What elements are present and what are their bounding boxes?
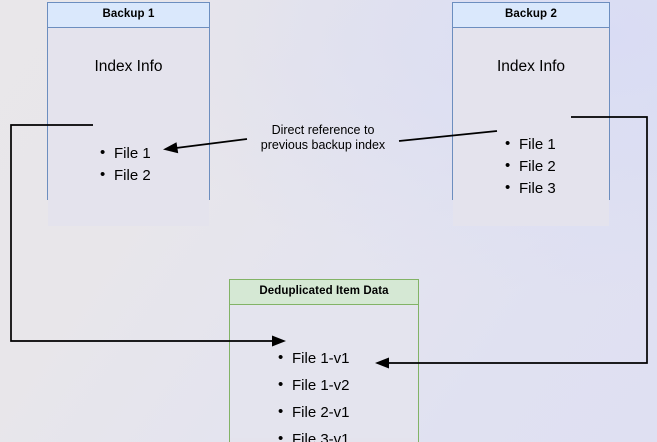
node-backup-2-file-list: File 1 File 2 File 3	[501, 136, 556, 203]
arrow-head-icon	[375, 357, 389, 369]
edge-direct-reference-right-segment	[398, 130, 498, 142]
list-item: File 2-v1	[274, 404, 350, 420]
node-backup-1-body: Index Info File 1 File 2	[48, 57, 209, 226]
list-item: File 2	[501, 158, 556, 174]
node-backup-2[interactable]: Backup 2 Index Info File 1 File 2 File 3	[452, 2, 610, 226]
list-item: File 1	[96, 145, 151, 161]
node-deduplicated-item-data-file-list: File 1-v1 File 1-v2 File 2-v1 File 3-v1	[274, 350, 350, 442]
edge-label-direct-reference: Direct reference to previous backup inde…	[260, 123, 386, 152]
list-item: File 2	[96, 167, 151, 183]
list-item: File 1-v1	[274, 350, 350, 366]
node-backup-2-body: Index Info File 1 File 2 File 3	[453, 57, 609, 226]
node-deduplicated-item-data-header: Deduplicated Item Data	[230, 280, 418, 305]
arrow-head-icon	[163, 142, 179, 154]
edge-backup1-file1-to-dedup	[10, 124, 286, 347]
list-item: File 3	[501, 180, 556, 196]
node-backup-2-header: Backup 2	[453, 3, 609, 28]
node-backup-1-file-list: File 1 File 2	[96, 145, 151, 190]
list-item: File 1-v2	[274, 377, 350, 393]
node-backup-1[interactable]: Backup 1 Index Info File 1 File 2	[47, 2, 210, 226]
node-backup-1-header: Backup 1	[48, 3, 209, 28]
list-item: File 1	[501, 136, 556, 152]
edge-direct-reference-left-segment	[163, 138, 248, 154]
node-deduplicated-item-data-body: File 1-v1 File 1-v2 File 2-v1 File 3-v1	[230, 304, 418, 442]
edge-backup2-file1-to-dedup	[375, 116, 648, 369]
node-backup-1-index-label: Index Info	[94, 57, 163, 75]
node-backup-2-index-label: Index Info	[496, 57, 566, 75]
list-item: File 3-v1	[274, 431, 350, 442]
arrow-head-icon	[272, 335, 286, 347]
